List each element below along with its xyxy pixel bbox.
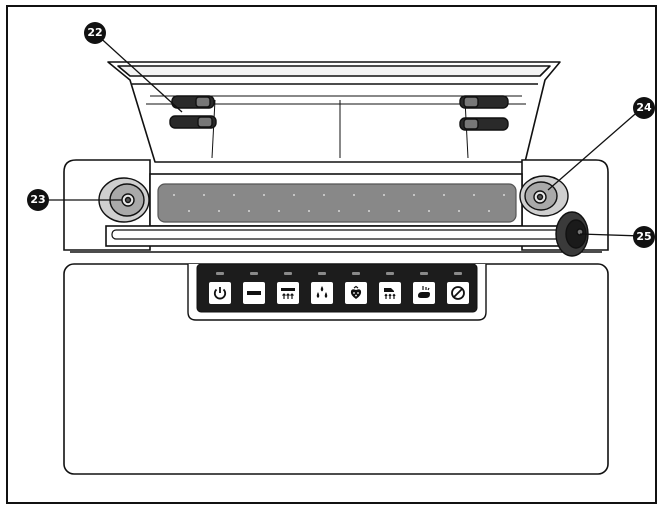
left-roller-knob [98, 177, 150, 223]
lid [107, 61, 561, 163]
led-3 [284, 272, 292, 275]
delicate-food-icon [350, 285, 362, 299]
callout-24: 24 [633, 97, 655, 119]
cancel-button[interactable] [447, 282, 469, 304]
callout-22: 22 [84, 22, 106, 44]
vacuum-seal-button[interactable] [277, 282, 299, 304]
moist-button[interactable] [311, 282, 333, 304]
led-1 [216, 272, 224, 275]
delicate-button[interactable] [345, 282, 367, 304]
seal-button[interactable] [243, 282, 265, 304]
gasket-dots [173, 194, 505, 212]
vacuum-seal-icon [281, 288, 295, 299]
pulse-hand-icon [418, 286, 430, 298]
lid-hinge-lock-left [169, 95, 217, 129]
right-roller-knob [519, 175, 569, 217]
callout-25: 25 [633, 226, 655, 248]
led-8 [454, 272, 462, 275]
led-2 [250, 272, 258, 275]
power-icon [213, 287, 227, 300]
marinate-button[interactable] [379, 282, 401, 304]
cancel-icon [451, 286, 465, 300]
lid-hinge-lock-right [459, 95, 509, 131]
marinate-icon [384, 288, 396, 299]
led-5 [352, 272, 360, 275]
vacuum-gasket [157, 183, 517, 223]
power-button[interactable] [209, 282, 231, 304]
cutter-knob [555, 211, 589, 257]
callout-23: 23 [27, 189, 49, 211]
led-7 [420, 272, 428, 275]
callout-leaders [40, 32, 643, 237]
led-6 [386, 272, 394, 275]
moist-drops-icon [316, 286, 328, 298]
led-4 [318, 272, 326, 275]
pulse-button[interactable] [413, 282, 435, 304]
minus-bar-icon [247, 291, 261, 295]
control-panel [196, 263, 478, 313]
